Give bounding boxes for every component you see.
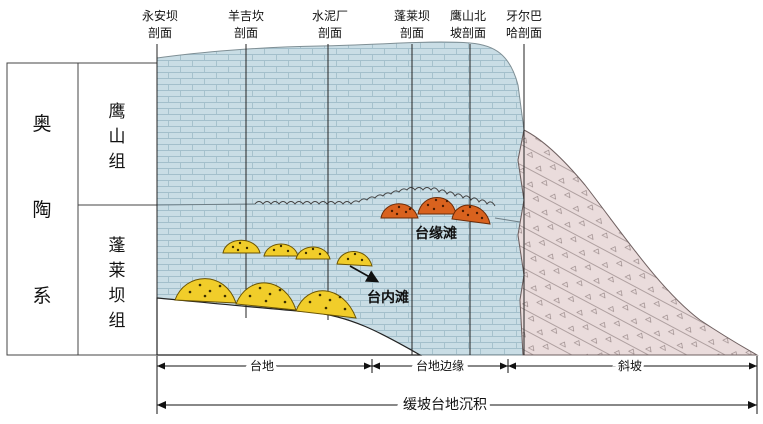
intra-shoal-mound xyxy=(295,246,331,260)
bottom-title: 缓坡台地沉积 xyxy=(403,397,487,413)
system-char-3: 系 xyxy=(32,285,51,307)
section-lines xyxy=(156,44,525,355)
margin-shoal-mound xyxy=(380,203,419,219)
upper-group-char-1: 鹰 xyxy=(109,102,126,122)
section-label-line2: 剖面 xyxy=(234,26,258,40)
section-label-line1: 蓬莱坝 xyxy=(394,9,430,23)
wavy-boundary xyxy=(254,187,496,207)
zone-platform-label: 台地 xyxy=(250,358,274,373)
zone-arrowheads xyxy=(157,362,757,409)
section-label-line2: 剖面 xyxy=(148,26,172,40)
section-label-line1: 鹰山北 xyxy=(450,8,486,23)
section-label-line1: 羊吉坎 xyxy=(228,8,264,23)
lower-group-char-3: 坝 xyxy=(109,286,126,306)
section-label-line2: 哈剖面 xyxy=(506,26,542,40)
group-boundary-east xyxy=(494,217,521,223)
intra-shoal-mound xyxy=(174,278,237,304)
system-char-1: 奥 xyxy=(32,113,51,135)
lower-group-char-1: 蓬 xyxy=(109,236,126,256)
zone-dimension-lines xyxy=(156,356,758,414)
lower-group-char-4: 组 xyxy=(109,311,126,331)
section-labels: 永安坝 剖面 羊吉坎 剖面 水泥厂 剖面 蓬莱坝 剖面 鹰山北 坡剖面 牙尔巴 … xyxy=(142,8,542,40)
intra-shoal-dots xyxy=(188,241,364,311)
section-label-line2: 剖面 xyxy=(318,26,342,40)
section-label-line1: 永安坝 xyxy=(142,8,178,23)
system-char-2: 陶 xyxy=(32,199,51,221)
margin-shoal-dots xyxy=(390,198,484,220)
section-label-line1: 水泥厂 xyxy=(312,9,348,23)
upper-group-char-2: 山 xyxy=(109,127,126,147)
platform-margin-shoal-label: 台缘滩 xyxy=(415,225,457,242)
intra-shoal-mound xyxy=(222,239,261,254)
zone-slope-label: 斜坡 xyxy=(618,359,642,373)
intra-platform-shoal-label: 台内滩 xyxy=(367,289,409,306)
intra-shoal-mound xyxy=(336,251,373,267)
upper-group-char-3: 组 xyxy=(109,152,126,172)
strata-column xyxy=(6,62,158,356)
section-label-line2: 坡剖面 xyxy=(450,26,486,40)
lower-group-char-2: 莱 xyxy=(109,261,126,281)
limestone-platform xyxy=(156,41,525,356)
section-label-line1: 牙尔巴 xyxy=(506,8,542,23)
section-label-line2: 剖面 xyxy=(400,26,424,40)
intra-shoal-arrow xyxy=(349,265,380,283)
zone-platform-margin-label: 台地边缘 xyxy=(416,358,464,373)
slope-deposit xyxy=(517,129,759,356)
group-boundary xyxy=(156,203,256,206)
margin-shoal-mound xyxy=(451,204,491,225)
